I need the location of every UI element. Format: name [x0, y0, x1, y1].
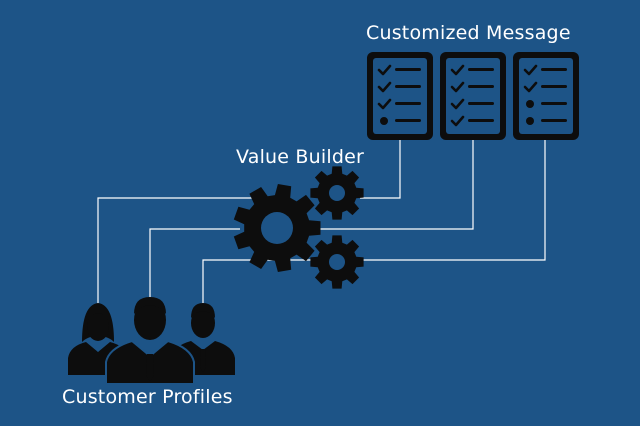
- connector-doc-3: [360, 138, 546, 261]
- text-line: [395, 68, 421, 71]
- gear-icon: [310, 235, 364, 289]
- checklist-document-icon: [367, 52, 433, 140]
- connector-profile-2: [149, 228, 240, 300]
- text-line: [395, 119, 421, 122]
- bullet-icon: [526, 100, 534, 108]
- connector-profile-1: [97, 197, 254, 305]
- text-line: [541, 85, 567, 88]
- text-line: [395, 85, 421, 88]
- checklist-document-icon: [513, 52, 579, 140]
- gear-icon: [310, 166, 364, 220]
- customer-profiles-label: Customer Profiles: [62, 386, 233, 408]
- customer-profile-people: [68, 297, 235, 385]
- text-line: [541, 102, 567, 105]
- text-line: [395, 102, 421, 105]
- customized-message-documents: [367, 52, 579, 140]
- customized-message-label: Customized Message: [366, 22, 571, 44]
- text-line: [468, 85, 494, 88]
- text-line: [541, 119, 567, 122]
- value-builder-label: Value Builder: [236, 146, 365, 168]
- value-builder-gears: [233, 166, 364, 289]
- text-line: [468, 68, 494, 71]
- bullet-icon: [526, 117, 534, 125]
- person-icon: [105, 297, 195, 385]
- connector-doc-2: [320, 138, 474, 230]
- connector-lines: [97, 138, 546, 305]
- checklist-document-icon: [440, 52, 506, 140]
- gear-icon: [233, 184, 321, 272]
- bullet-icon: [380, 117, 388, 125]
- text-line: [468, 102, 494, 105]
- text-line: [541, 68, 567, 71]
- text-line: [468, 119, 494, 122]
- connector-doc-1: [360, 138, 401, 199]
- person-icon: [171, 303, 235, 375]
